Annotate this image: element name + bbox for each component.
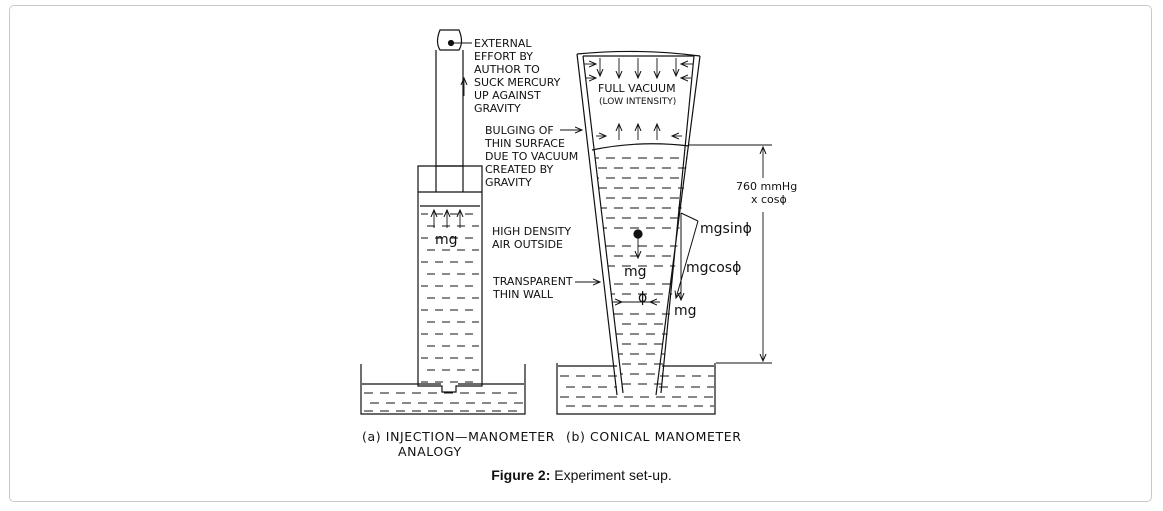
label-vacuum: FULL VACUUM (LOW INTENSITY) xyxy=(598,82,679,107)
force-triangle xyxy=(676,212,699,300)
plunger-handle xyxy=(436,29,463,51)
label-mgcos: mgcosϕ xyxy=(686,260,741,276)
conical-manometer xyxy=(556,50,772,415)
figure-text: Experiment set-up. xyxy=(550,467,672,483)
label-mg-force: mg xyxy=(674,303,697,319)
caption-a: (a) INJECTION—MANOMETER ANALOGY xyxy=(362,429,560,459)
cone-left-wall xyxy=(576,53,624,396)
label-external-effort: EXTERNAL EFFORT BY AUTHOR TO SUCK MERCUR… xyxy=(474,37,564,115)
injection-manometer xyxy=(360,29,526,415)
figure-label: Figure 2: xyxy=(491,467,551,483)
label-height: 760 mmHg x cosϕ xyxy=(736,180,801,206)
figure-caption: Figure 2: Experiment set-up. xyxy=(0,467,1163,483)
syringe-barrel xyxy=(417,165,483,393)
cone-top xyxy=(576,50,701,57)
label-thin-wall: TRANSPARENT THIN WALL xyxy=(492,275,576,301)
label-mgsin: mgsinϕ xyxy=(700,221,752,237)
center-of-mass xyxy=(633,229,643,239)
mercury-tray-b xyxy=(556,363,716,415)
label-air-outside: HIGH DENSITY AIR OUTSIDE xyxy=(492,225,575,251)
bulging-surface xyxy=(591,143,690,151)
caption-b: (b) CONICAL MANOMETER xyxy=(566,429,742,444)
label-mg-center: mg xyxy=(624,264,647,280)
label-mg-a: mg xyxy=(435,232,458,248)
mercury-tray-a xyxy=(360,364,526,415)
cone-right-wall xyxy=(655,55,701,396)
label-bulging: BULGING OF THIN SURFACE DUE TO VACUUM CR… xyxy=(484,124,582,189)
label-angle: ϕ xyxy=(638,290,647,306)
